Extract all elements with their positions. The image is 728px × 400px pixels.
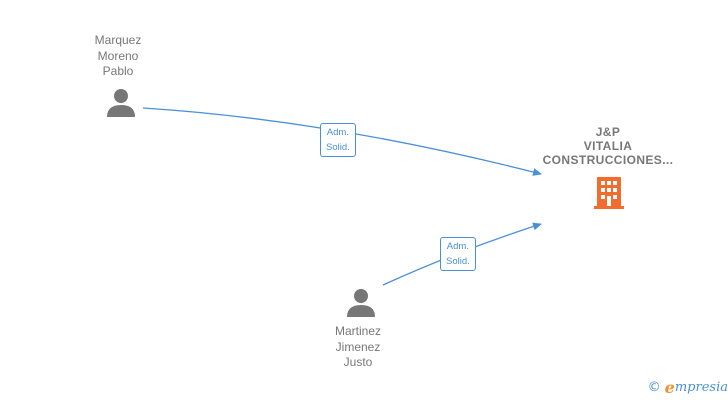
person-bottom-name[interactable]: Martinez Jimenez Justo <box>334 324 381 369</box>
brand-logo-initial: e <box>664 378 675 397</box>
company-name[interactable]: J&P VITALIA CONSTRUCCIONES... <box>542 125 674 167</box>
building-icon[interactable] <box>592 175 626 211</box>
person-top-name[interactable]: Marquez Moreno Pablo <box>94 33 142 78</box>
person-icon[interactable] <box>106 88 136 118</box>
person-icon[interactable] <box>346 288 376 318</box>
edge-label-role[interactable]: Adm. Solid. <box>440 237 476 271</box>
copyright-symbol: © <box>647 380 661 395</box>
edge-label-role[interactable]: Adm. Solid. <box>320 123 356 157</box>
brand-footer: © e mpresia <box>648 378 728 397</box>
brand-logo-name: mpresia <box>674 380 728 395</box>
